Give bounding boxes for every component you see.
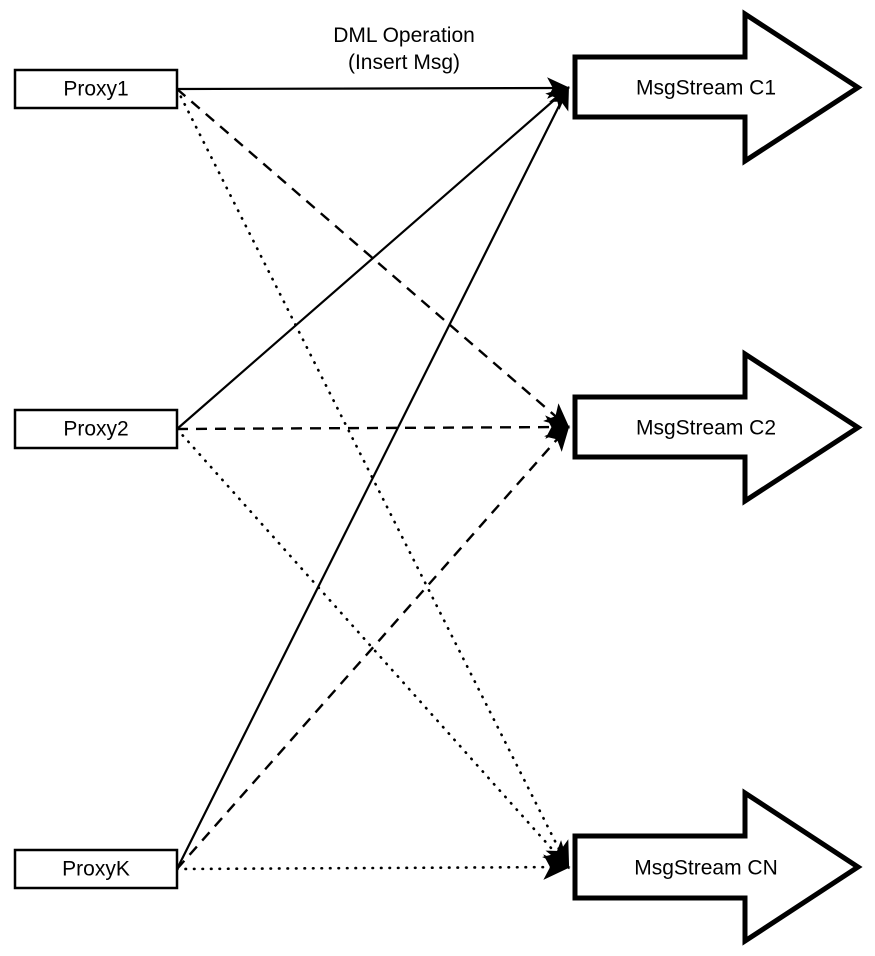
proxy-node-proxy1[interactable]: Proxy1	[13, 68, 179, 110]
proxy-node-proxy2[interactable]: Proxy2	[13, 408, 179, 450]
proxy-label: Proxy2	[63, 418, 128, 441]
proxy-box-shape	[13, 68, 179, 110]
connection-p1-c1	[176, 77, 571, 99]
msgstream-label: MsgStream C2	[636, 417, 776, 440]
msgstream-arrow-shape	[572, 349, 863, 506]
proxy-node-proxyk[interactable]: ProxyK	[13, 848, 179, 890]
connection-p2-c1	[176, 86, 570, 430]
proxy-label: Proxy1	[63, 78, 128, 101]
proxy-box-shape	[13, 408, 179, 450]
connection-p1-cn	[175, 87, 570, 870]
stream-nodes-layer: MsgStream C1 MsgStream C2 MsgStream CN	[572, 9, 863, 946]
msgstream-node-stream_c2[interactable]: MsgStream C2	[572, 349, 863, 506]
connection-p2-c2	[176, 415, 571, 439]
edge-label-dml-operation: DML Operation (Insert Msg)	[333, 24, 475, 74]
msgstream-label: MsgStream C1	[636, 77, 776, 100]
connection-pk-c1	[176, 86, 569, 870]
msgstream-node-stream_c1[interactable]: MsgStream C1	[572, 9, 863, 166]
msgstream-label: MsgStream CN	[634, 857, 778, 880]
connection-pk-cn	[175, 854, 571, 880]
connections-layer	[175, 77, 571, 880]
proxy-label: ProxyK	[62, 858, 130, 881]
connection-p1-c2	[176, 88, 570, 429]
edge-label-line-1: DML Operation	[333, 24, 475, 47]
msgstream-arrow-shape	[572, 9, 863, 166]
msgstream-arrow-shape	[572, 788, 863, 946]
proxy-box-shape	[13, 848, 179, 890]
edge-label-line-2: (Insert Msg)	[348, 51, 460, 74]
connection-pk-c2	[176, 425, 570, 870]
msgstream-node-stream_cn[interactable]: MsgStream CN	[572, 788, 863, 946]
